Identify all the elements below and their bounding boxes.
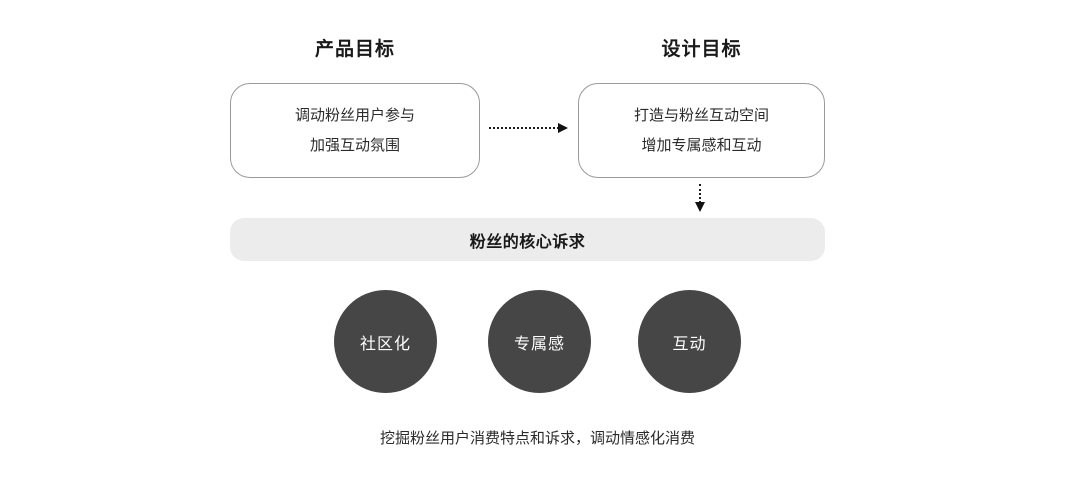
- design-goal-heading: 设计目标: [661, 39, 742, 60]
- product-goal-line2: 加强互动氛围: [309, 136, 400, 154]
- demand-circle-exclusivity: 专属感: [488, 290, 591, 393]
- right-arrow-head: [558, 123, 568, 133]
- core-demand-bar: 粉丝的核心诉求: [230, 218, 825, 261]
- design-goal-line2: 增加专属感和互动: [641, 136, 762, 154]
- down-arrow-head: [695, 202, 705, 212]
- demand-circle-community: 社区化: [334, 290, 437, 393]
- demand-circle-interaction-label: 互动: [672, 335, 707, 353]
- footer-caption: 挖掘粉丝用户消费特点和诉求，调动情感化消费: [379, 430, 695, 447]
- demand-circle-exclusivity-label: 专属感: [513, 335, 565, 353]
- right-arrow-dotted-line: [489, 127, 559, 129]
- core-demand-label: 粉丝的核心诉求: [469, 233, 586, 251]
- product-goal-heading: 产品目标: [314, 39, 395, 60]
- demand-circle-interaction: 互动: [638, 290, 741, 393]
- design-goal-line1: 打造与粉丝互动空间: [633, 106, 769, 124]
- down-arrow-dotted-line: [699, 184, 701, 203]
- product-goal-box: 调动粉丝用户参与 加强互动氛围: [230, 83, 480, 178]
- demand-circle-community-label: 社区化: [359, 335, 411, 353]
- design-goal-box: 打造与粉丝互动空间 增加专属感和互动: [578, 83, 825, 178]
- product-goal-line1: 调动粉丝用户参与: [294, 106, 415, 124]
